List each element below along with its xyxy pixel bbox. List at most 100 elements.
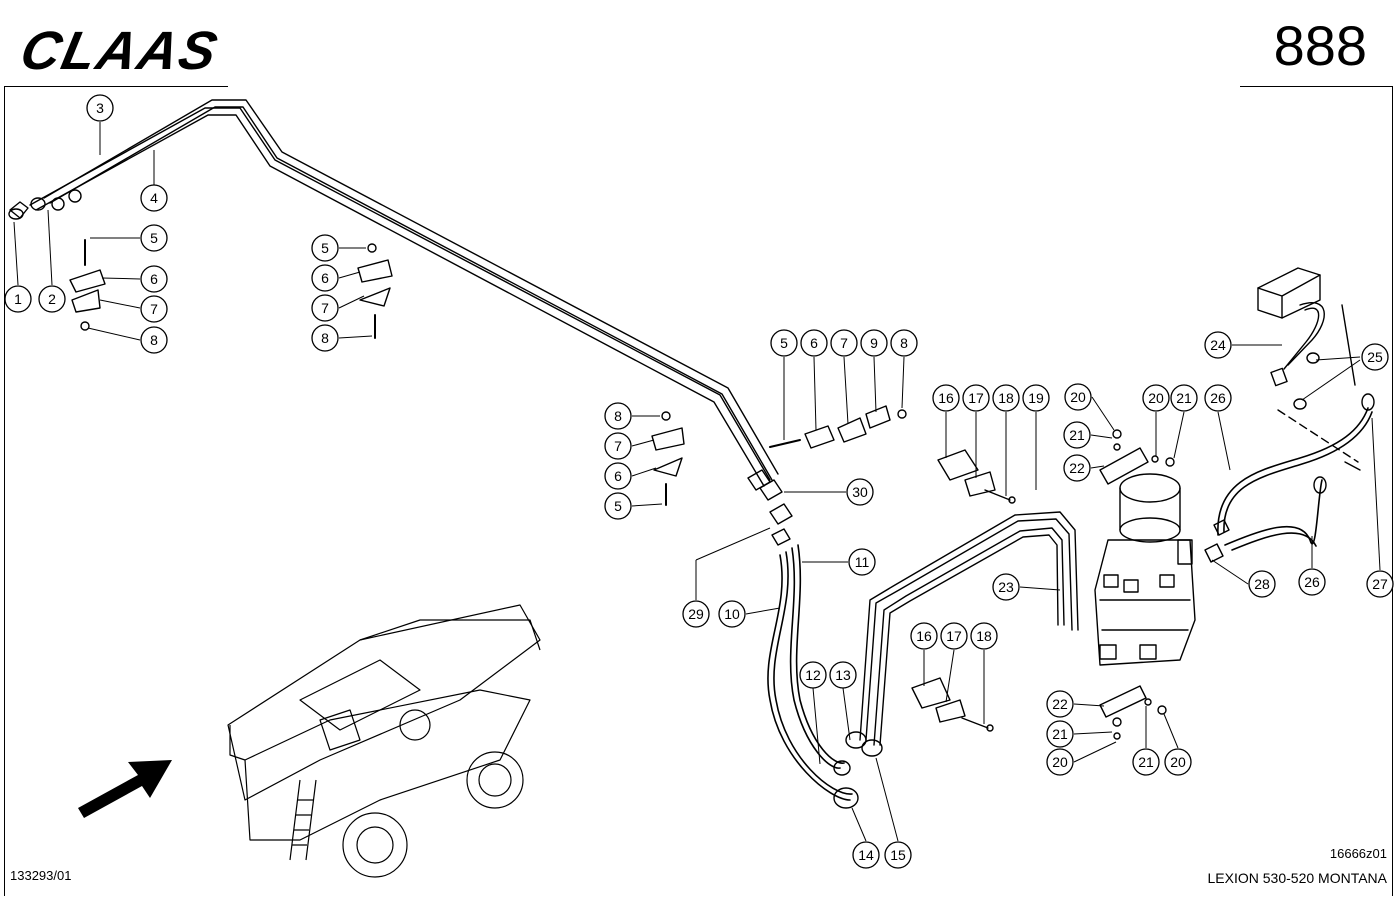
callout-label: 17	[968, 390, 984, 406]
callout-label: 21	[1138, 754, 1154, 770]
callout-circle	[848, 548, 876, 576]
callout-circle	[846, 478, 874, 506]
callout-label: 7	[614, 438, 622, 454]
callout-26: 26	[1298, 568, 1326, 596]
callout-label: 11	[855, 554, 870, 570]
callout-circle	[940, 622, 968, 650]
callout-label: 6	[150, 271, 158, 287]
callout-22: 22	[1046, 690, 1074, 718]
claas-logo: CLAAS	[15, 22, 224, 76]
callout-circle	[1046, 748, 1074, 776]
callout-20: 20	[1142, 384, 1170, 412]
callout-circle	[1366, 570, 1394, 598]
callout-7: 7	[604, 432, 632, 460]
callout-circle	[4, 285, 32, 313]
callout-circle	[1064, 383, 1092, 411]
callout-label: 17	[946, 628, 962, 644]
callout-27: 27	[1366, 570, 1394, 598]
callout-5: 5	[311, 234, 339, 262]
callout-6: 6	[140, 265, 168, 293]
callout-17: 17	[940, 622, 968, 650]
callout-14: 14	[852, 841, 880, 869]
callout-circle	[311, 234, 339, 262]
callout-label: 24	[1210, 337, 1226, 353]
callout-1: 1	[4, 285, 32, 313]
callout-label: 7	[321, 300, 329, 316]
callout-label: 8	[900, 335, 908, 351]
callout-16: 16	[910, 622, 938, 650]
callout-circle	[311, 264, 339, 292]
callout-2: 2	[38, 285, 66, 313]
callout-label: 5	[321, 240, 329, 256]
callout-label: 13	[835, 667, 851, 683]
callout-circle	[140, 224, 168, 252]
callout-21: 21	[1132, 748, 1160, 776]
callout-17: 17	[962, 384, 990, 412]
callout-label: 14	[858, 847, 874, 863]
brand-text: CLAAS	[15, 22, 224, 76]
callout-circle	[604, 402, 632, 430]
pipe-23	[859, 511, 1079, 746]
callout-8: 8	[604, 402, 632, 430]
callout-12: 12	[799, 661, 827, 689]
callout-circle	[311, 294, 339, 322]
callout-label: 25	[1367, 349, 1383, 365]
callout-circle	[1164, 748, 1192, 776]
frame-header-underline-right	[1240, 86, 1392, 87]
callout-7: 7	[830, 329, 858, 357]
callout-label: 21	[1052, 726, 1068, 742]
callout-21: 21	[1063, 421, 1091, 449]
callout-18: 18	[992, 384, 1020, 412]
callout-label: 9	[870, 335, 878, 351]
callout-circle	[1132, 748, 1160, 776]
callout-label: 8	[150, 332, 158, 348]
callout-label: 23	[998, 579, 1014, 595]
callout-label: 21	[1069, 427, 1085, 443]
callout-label: 18	[976, 628, 992, 644]
callout-label: 1	[14, 291, 22, 307]
callout-25: 25	[1361, 343, 1389, 371]
view-direction-arrow	[78, 760, 172, 818]
callout-circle	[86, 94, 114, 122]
callout-23: 23	[992, 573, 1020, 601]
callout-circle	[932, 384, 960, 412]
page-number: 888	[1273, 14, 1367, 77]
callout-label: 19	[1028, 390, 1044, 406]
main-pipe-pair	[29, 99, 779, 487]
callout-label: 18	[998, 390, 1014, 406]
callout-24: 24	[1204, 331, 1232, 359]
callout-8: 8	[311, 324, 339, 352]
callout-29: 29	[682, 600, 710, 628]
callout-circle	[1298, 568, 1326, 596]
callout-label: 20	[1070, 389, 1086, 405]
callout-label: 20	[1170, 754, 1186, 770]
drawing-reference: 133293/01	[10, 868, 72, 883]
callout-label: 2	[48, 291, 56, 307]
callout-15: 15	[884, 841, 912, 869]
callout-20: 20	[1064, 383, 1092, 411]
callout-circle	[1204, 331, 1232, 359]
callout-circle	[992, 573, 1020, 601]
frame-left-border	[4, 86, 5, 896]
callout-circle	[1204, 384, 1232, 412]
callout-label: 26	[1210, 390, 1226, 406]
callout-label: 20	[1052, 754, 1068, 770]
callout-circle	[860, 329, 888, 357]
callout-circle	[1170, 384, 1198, 412]
callout-label: 28	[1254, 576, 1270, 592]
callout-circle	[140, 326, 168, 354]
callout-circle	[1046, 720, 1074, 748]
callout-label: 16	[916, 628, 932, 644]
callout-circle	[682, 600, 710, 628]
callout-circle	[910, 622, 938, 650]
callout-10: 10	[718, 600, 746, 628]
callout-label: 7	[150, 301, 158, 317]
leader-lines	[13, 122, 1381, 842]
valve-block	[1094, 473, 1196, 666]
callout-label: 4	[150, 190, 158, 206]
callout-label: 3	[96, 100, 104, 116]
callout-13: 13	[829, 661, 857, 689]
hoses-26	[1217, 407, 1373, 551]
callout-5: 5	[140, 224, 168, 252]
